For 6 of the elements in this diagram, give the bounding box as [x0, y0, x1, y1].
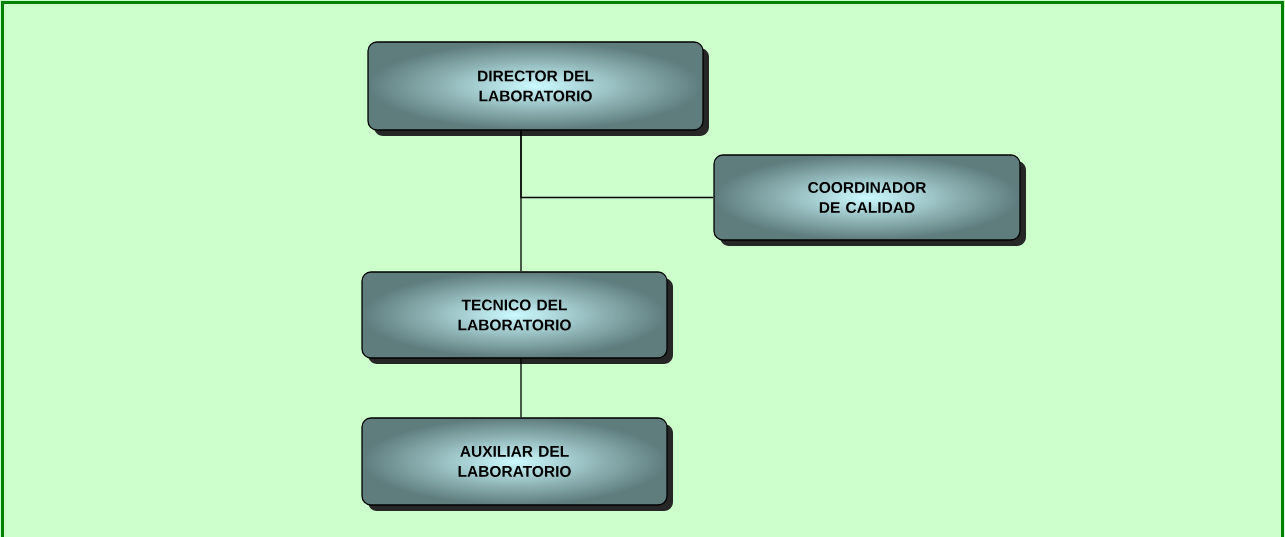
position-box: DIRECTOR DEL LABORATORIO: [367, 41, 709, 136]
position-box: TECNICO DEL LABORATORIO: [361, 271, 673, 364]
position-box: AUXILIAR DEL LABORATORIO: [361, 417, 673, 511]
connector-line: [520, 130, 714, 199]
connector-line: [520, 358, 522, 418]
position-box: COORDINADOR DE CALIDAD: [713, 154, 1026, 246]
